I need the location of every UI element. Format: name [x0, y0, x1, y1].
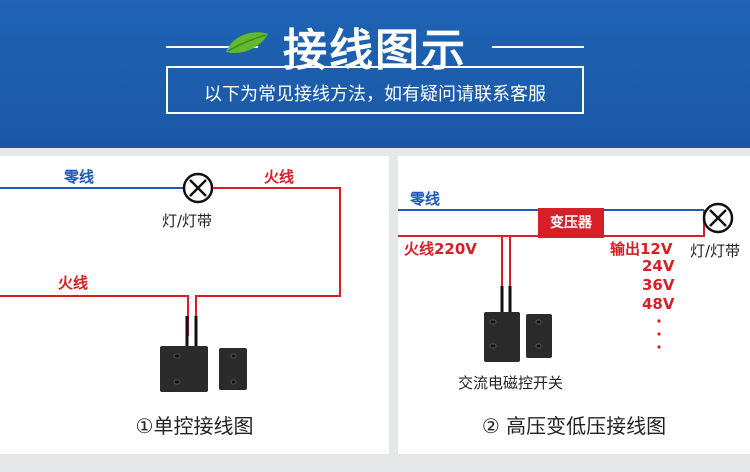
- lamp-label: 灯/灯带: [162, 212, 213, 230]
- live-label: 火线220V: [404, 240, 477, 258]
- live-wire-bottom: [0, 295, 189, 336]
- live-top-label: 火线: [264, 168, 295, 186]
- output-voltage-label: 输出12V: [610, 240, 673, 258]
- single-control-panel: 零线 火线 火线 灯/灯带 ①单控接线图: [0, 156, 389, 454]
- subtitle-box: 以下为常见接线方法，如有疑问请联系客服: [166, 66, 584, 114]
- magnet-body: [526, 314, 552, 358]
- single-control-caption: ①单控接线图: [135, 414, 254, 438]
- magnet-body: [219, 348, 247, 390]
- voltage-option-48: 48V: [642, 295, 675, 313]
- transformer-box: 变压器: [538, 208, 604, 238]
- live-wire-top: [195, 187, 341, 336]
- step-down-caption: ② 高压变低压接线图: [481, 414, 667, 438]
- banner: 接线图示 以下为常见接线方法，如有疑问请联系客服: [0, 0, 750, 148]
- output-wire: [604, 210, 705, 237]
- live-bottom-label: 火线: [58, 274, 89, 292]
- step-down-panel: 零线 火线220V 变压器 灯/灯带 输出12V 24V 36V 48V 交流电…: [398, 156, 750, 454]
- title-rule-left: [166, 46, 258, 48]
- subtitle: 以下为常见接线方法，如有疑问请联系客服: [204, 84, 546, 105]
- step-down-diagram: [398, 202, 734, 362]
- magnetic-switch-body: [160, 346, 208, 392]
- voltage-option-36: 36V: [642, 276, 675, 294]
- neutral-label: 零线: [64, 168, 95, 186]
- switch-label: 交流电磁控开关: [458, 374, 564, 392]
- lamp-icon: [702, 202, 734, 234]
- single-control-diagram: [0, 172, 341, 392]
- title-rule-right: [492, 46, 584, 48]
- neutral-label: 零线: [410, 190, 441, 208]
- lamp-icon: [182, 172, 214, 204]
- voltage-option-24: 24V: [642, 257, 675, 275]
- leaf-icon: [226, 32, 268, 54]
- lamp-label: 灯/灯带: [690, 242, 741, 260]
- more-voltages-dots: [657, 319, 661, 349]
- magnetic-switch-body: [484, 312, 520, 362]
